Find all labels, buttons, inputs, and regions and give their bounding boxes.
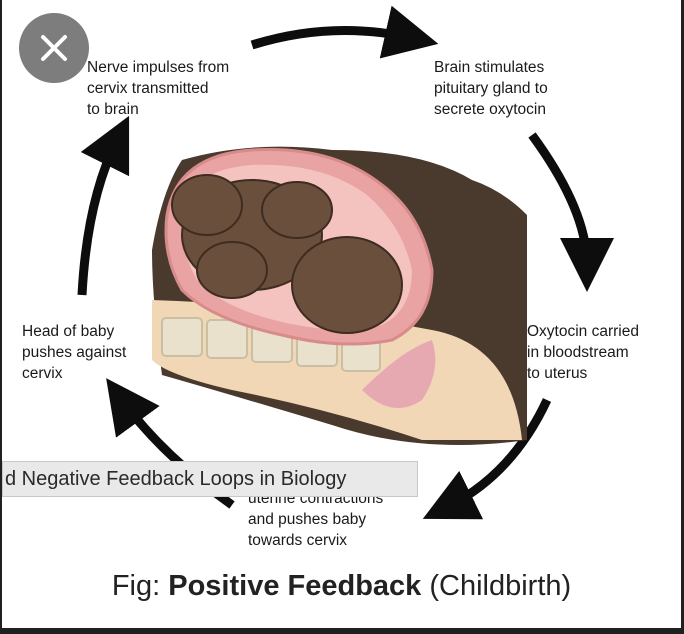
caption-suffix: (Childbirth) — [421, 570, 571, 602]
step-uterine-contractions: uterine contractions and pushes baby tow… — [248, 488, 383, 551]
step-head-of-baby: Head of baby pushes against cervix — [22, 321, 126, 384]
figure-caption: Fig: Positive Feedback (Childbirth) — [2, 570, 681, 603]
step-oxytocin-carried: Oxytocin carried in bloodstream to uteru… — [527, 321, 639, 384]
arrow-right-top — [532, 135, 587, 265]
maternal-body — [152, 147, 527, 445]
arrow-top — [252, 30, 412, 45]
image-title-tooltip: d Negative Feedback Loops in Biology — [2, 461, 418, 497]
close-button[interactable] — [19, 13, 89, 83]
step-brain-stimulates: Brain stimulates pituitary gland to secr… — [434, 57, 548, 120]
caption-prefix: Fig: — [112, 570, 168, 602]
close-icon — [39, 33, 69, 63]
caption-bold: Positive Feedback — [168, 570, 421, 602]
step-nerve-impulses: Nerve impulses from cervix transmitted t… — [87, 57, 229, 120]
arrow-left — [82, 140, 117, 295]
